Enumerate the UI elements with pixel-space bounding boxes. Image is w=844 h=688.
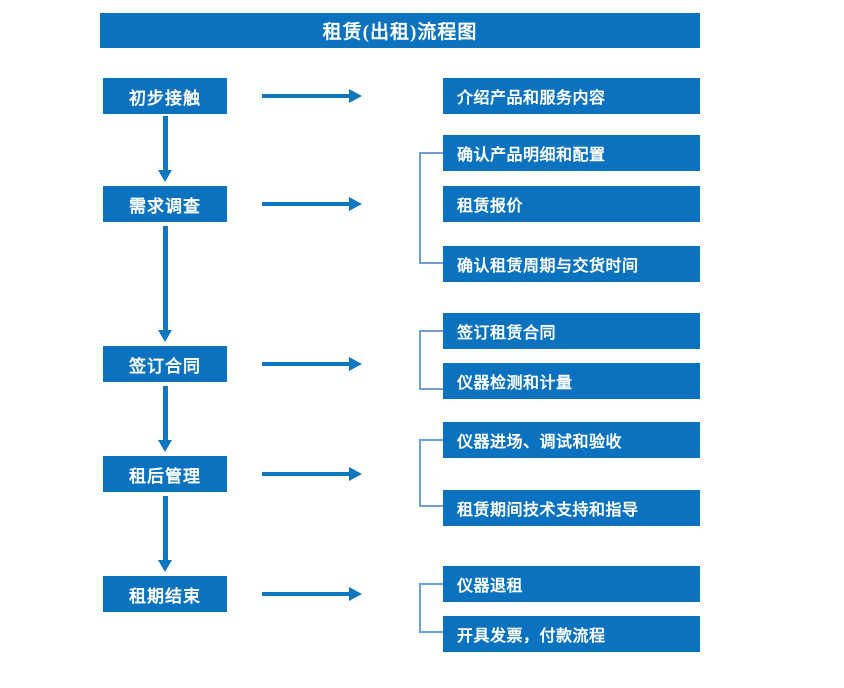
bracket-icon-group-1 — [419, 152, 443, 264]
arrow-right-icon-2 — [262, 197, 362, 211]
detail-box-7[interactable]: 仪器进场、调试和验收 — [443, 422, 700, 458]
detail-box-1[interactable]: 介绍产品和服务内容 — [443, 78, 700, 114]
detail-box-3[interactable]: 租赁报价 — [443, 186, 700, 222]
detail-box-10[interactable]: 开具发票，付款流程 — [443, 616, 700, 652]
arrow-right-icon-4 — [262, 467, 362, 481]
arrow-right-icon-1 — [262, 89, 362, 103]
stage-box-4[interactable]: 租后管理 — [103, 456, 227, 492]
bracket-icon-group-2 — [419, 330, 443, 390]
detail-box-9[interactable]: 仪器退租 — [443, 566, 700, 602]
stage-box-5[interactable]: 租期结束 — [103, 576, 227, 612]
arrow-down-icon-3 — [158, 386, 172, 452]
arrow-down-icon-1 — [158, 116, 172, 182]
stage-box-3[interactable]: 签订合同 — [103, 346, 227, 382]
detail-box-5[interactable]: 签订租赁合同 — [443, 313, 700, 349]
arrow-down-icon-2 — [158, 226, 172, 342]
bracket-icon-group-3 — [419, 439, 443, 507]
arrow-right-icon-3 — [262, 357, 362, 371]
page-title: 租赁(出租)流程图 — [100, 13, 700, 48]
detail-box-8[interactable]: 租赁期间技术支持和指导 — [443, 490, 700, 526]
detail-box-2[interactable]: 确认产品明细和配置 — [443, 135, 700, 171]
arrow-right-icon-5 — [262, 587, 362, 601]
detail-box-6[interactable]: 仪器检测和计量 — [443, 363, 700, 399]
stage-box-2[interactable]: 需求调查 — [103, 186, 227, 222]
detail-box-4[interactable]: 确认租赁周期与交货时间 — [443, 246, 700, 282]
stage-box-1[interactable]: 初步接触 — [103, 78, 227, 114]
arrow-down-icon-4 — [158, 496, 172, 572]
bracket-icon-group-4 — [419, 583, 443, 633]
